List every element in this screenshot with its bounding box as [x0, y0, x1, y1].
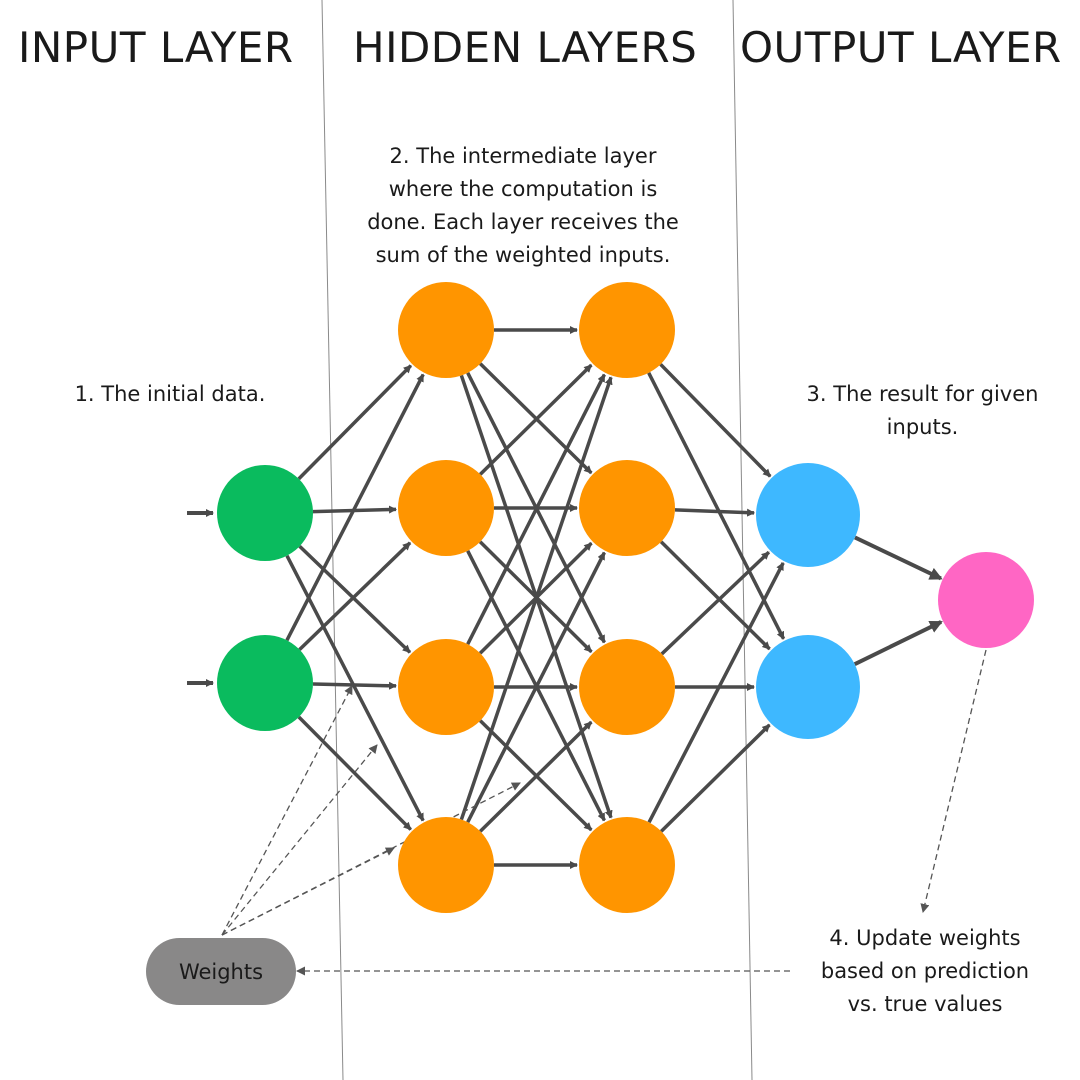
connection-arrow: [853, 620, 943, 666]
prediction-node: [938, 552, 1034, 648]
note-line: vs. true values: [847, 992, 1003, 1016]
connection-arrow: [647, 372, 786, 640]
separator-line-left: [321, 0, 344, 1080]
hidden-b-node-4: [579, 817, 675, 913]
connection-arrow: [285, 373, 425, 642]
output-node-1: [756, 463, 860, 567]
note-line: 4. Update weights: [829, 926, 1021, 950]
connection-arrow: [659, 723, 771, 833]
hidden-a-node-3: [398, 639, 494, 735]
connection-arrow: [312, 681, 398, 690]
connection-arrow: [659, 363, 772, 478]
note-line: 3. The result for given: [806, 382, 1039, 406]
connection-arrow: [647, 562, 785, 824]
hidden-b-node-3: [579, 639, 675, 735]
dashed-weight-arrow: [920, 649, 987, 913]
weights-node: Weights: [146, 938, 296, 1005]
note-line: 2. The intermediate layer: [389, 144, 657, 168]
separator-line-right: [732, 0, 753, 1080]
connection-arrow: [674, 508, 756, 517]
weights-label: Weights: [178, 959, 264, 984]
connection-arrow: [298, 541, 412, 651]
note-line: based on prediction: [820, 959, 1030, 983]
note-result: 3. The result for given inputs.: [790, 378, 1055, 444]
note-line: done. Each layer receives the: [367, 210, 679, 234]
connection-arrow: [466, 373, 606, 645]
connection-arrow: [659, 540, 771, 651]
connection-arrow: [459, 376, 613, 821]
hidden-layers-heading: HIDDEN LAYERS: [353, 23, 698, 72]
note-line: sum of the weighted inputs.: [375, 243, 671, 267]
weight-feedback-lines: [221, 649, 987, 976]
note-line: where the computation is: [388, 177, 658, 201]
hidden-b-node-1: [579, 282, 675, 378]
hidden-a-node-2: [398, 460, 494, 556]
connection-arrow: [298, 545, 412, 654]
note-initial-data: 1. The initial data.: [30, 378, 310, 411]
note-update-weights: 4. Update weights based on prediction vs…: [795, 922, 1055, 1021]
note-hidden-layers: 2. The intermediate layer where the comp…: [343, 140, 703, 272]
connection-arrow: [297, 715, 412, 831]
dashed-weight-arrow: [221, 685, 353, 936]
note-line: 1. The initial data.: [74, 382, 266, 406]
connections: [187, 326, 943, 869]
connection-arrow: [478, 720, 593, 833]
connection-arrow: [660, 550, 771, 656]
note-line: inputs.: [886, 415, 959, 439]
input-node-2: [217, 635, 313, 731]
hidden-b-node-2: [579, 460, 675, 556]
hidden-a-node-4: [398, 817, 494, 913]
hidden-a-node-1: [398, 282, 494, 378]
connection-arrow: [854, 535, 943, 581]
output-layer-heading: OUTPUT LAYER: [740, 23, 1062, 72]
connection-arrow: [297, 364, 413, 481]
connection-arrow: [466, 551, 606, 823]
input-layer-heading: INPUT LAYER: [18, 23, 294, 72]
output-node-2: [756, 635, 860, 739]
dashed-weight-arrow: [221, 744, 378, 936]
connection-arrow: [478, 363, 593, 476]
dashed-weight-arrow: [221, 782, 521, 936]
input-node-1: [217, 465, 313, 561]
connection-arrow: [285, 554, 425, 822]
nodes: [217, 282, 1034, 913]
